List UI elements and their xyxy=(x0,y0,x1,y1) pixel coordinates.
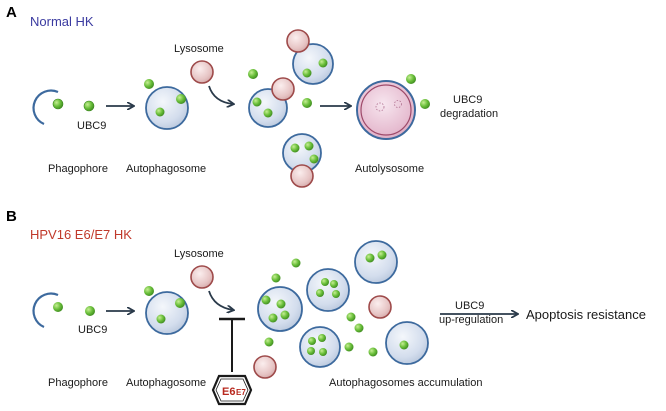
ubc9-degradation-line2: degradation xyxy=(440,108,498,120)
autophagosome-label-b: Autophagosome xyxy=(126,377,206,389)
phagophore-b xyxy=(32,292,95,329)
autophagosome-label-a: Autophagosome xyxy=(126,163,206,175)
ubc9-particle xyxy=(85,306,95,316)
e6-label: E6 xyxy=(222,386,235,398)
fusion-arrow-a xyxy=(208,85,233,104)
e6e7-hexagon: E6 E7 xyxy=(211,374,253,406)
autolysosome-a xyxy=(356,80,416,140)
ubc9-particle xyxy=(53,302,63,312)
ubc9-particle xyxy=(83,100,95,112)
lysosome-label-a: Lysosome xyxy=(174,43,224,55)
accumulation-label: Autophagosomes accumulation xyxy=(329,377,482,389)
fusion-cluster-a xyxy=(248,29,334,188)
panel-b-letter: B xyxy=(6,208,17,225)
ubc9-upregulation-line1: UBC9 xyxy=(455,300,484,312)
lysosome-a xyxy=(190,60,214,84)
ubc9-particle xyxy=(52,98,64,110)
ubc9-particle xyxy=(144,286,154,296)
ubc9-label-a: UBC9 xyxy=(77,120,106,132)
panel-b: B HPV16 E6/E7 HK UBC9 Phagophore Autopha… xyxy=(6,208,646,406)
phagophore-label-b: Phagophore xyxy=(48,377,108,389)
phagophore-label-a: Phagophore xyxy=(48,163,108,175)
ubc9-degradation-line1: UBC9 xyxy=(453,94,482,106)
autophagosome-b xyxy=(144,286,189,335)
fusion-arrow-b xyxy=(208,290,233,310)
ubc9-upregulation-line2: up-regulation xyxy=(439,314,503,326)
panel-a-subtitle: Normal HK xyxy=(30,14,94,29)
ubc9-particle xyxy=(144,79,154,89)
lysosome-b xyxy=(190,265,214,289)
autolysosome-label-a: Autolysosome xyxy=(355,163,424,175)
autophagosome-a xyxy=(144,79,189,130)
ubc9-label-b: UBC9 xyxy=(78,324,107,336)
panel-a-letter: A xyxy=(6,4,17,21)
e7-label: E7 xyxy=(236,388,246,397)
panel-a: A Normal HK UBC9 Phagophore Autophagosom… xyxy=(6,4,498,188)
ubc9-particle xyxy=(406,74,416,84)
autophagosome-accumulation xyxy=(253,240,429,379)
phagophore-a xyxy=(32,89,95,126)
ubc9-particle xyxy=(420,99,430,109)
apoptosis-resistance-label: Apoptosis resistance xyxy=(526,307,646,322)
lysosome-label-b: Lysosome xyxy=(174,248,224,260)
panel-b-subtitle: HPV16 E6/E7 HK xyxy=(30,227,132,242)
